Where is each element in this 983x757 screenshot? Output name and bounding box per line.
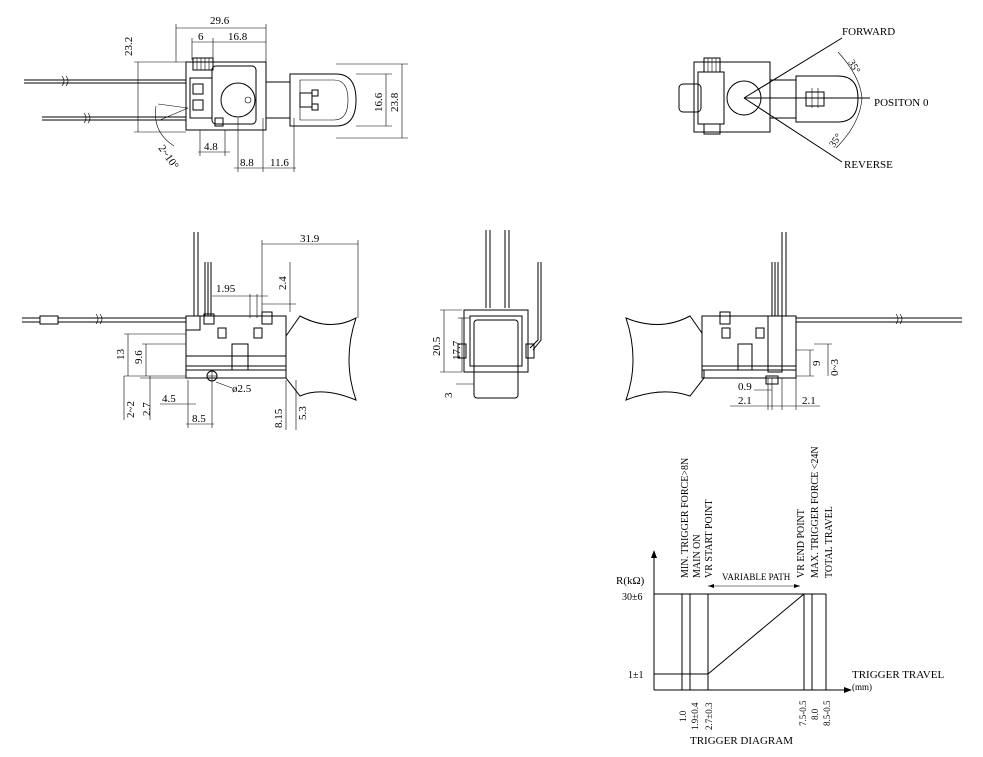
dim-2-2: 2~2 xyxy=(125,401,137,418)
dim-4-8: 4.8 xyxy=(204,141,218,153)
dim-16-6: 16.6 xyxy=(373,92,385,112)
event-vr-end: VR END POINT xyxy=(796,509,807,578)
dim-0-3: 0~3 xyxy=(829,359,841,376)
dim-31-9: 31.9 xyxy=(300,233,320,245)
dim-17-7: 17.7 xyxy=(451,340,463,360)
event-vr-start: VR START POINT xyxy=(704,500,715,578)
rear-view: 9 0~3 0.9 2.1 2.1 xyxy=(625,232,962,410)
dim-11-6: 11.6 xyxy=(270,157,289,169)
event-total-travel: TOTAL TRAVEL xyxy=(824,506,835,578)
x-axis-label: TRIGGER TRAVEL xyxy=(852,669,944,681)
event-main-on: MAIN ON xyxy=(692,534,703,578)
top-view: 29.6 6 16.8 23.2 16.6 23.8 4.8 8.8 11.6 … xyxy=(24,15,408,172)
dim-4-5: 4.5 xyxy=(162,393,176,405)
variable-path-label: VARIABLE PATH xyxy=(722,572,791,582)
dim-16-8: 16.8 xyxy=(228,31,248,43)
dim-1-95: 1.95 xyxy=(216,283,236,295)
x-tick-8-5: 8.5-0.5 xyxy=(822,700,832,726)
dim-2-7: 2.7 xyxy=(141,402,153,416)
dim-dia: ø2.5 xyxy=(232,383,252,395)
dim-9: 9 xyxy=(811,360,823,366)
y-high: 30±6 xyxy=(622,592,643,603)
x-tick-2-7: 2.7±0.3 xyxy=(704,702,714,730)
dim-8-8: 8.8 xyxy=(240,157,254,169)
y-axis-label: R(kΩ) xyxy=(616,575,645,587)
dim-2-4: 2.4 xyxy=(277,276,289,290)
dim-5-3: 5.3 xyxy=(297,406,309,420)
rotation-view: FORWARD POSITON 0 REVERSE 35° 35° xyxy=(678,26,929,171)
dim-6: 6 xyxy=(198,31,204,43)
x-tick-8-0: 8.0 xyxy=(810,708,820,720)
dim-2-1a: 2.1 xyxy=(738,395,752,407)
dim-13: 13 xyxy=(115,349,127,361)
angle-bottom: 35° xyxy=(827,132,844,150)
side-view: 31.9 1.95 2.4 13 9.6 ø2.5 2~2 2.7 4.5 8.… xyxy=(22,232,359,430)
event-max-force: MAX. TRIGGER FORCE <24N xyxy=(810,446,821,578)
y-low: 1±1 xyxy=(628,670,644,681)
dim-9-6: 9.6 xyxy=(133,350,145,364)
diagram-title: TRIGGER DIAGRAM xyxy=(690,735,793,747)
event-min-force: MIN. TRIGGER FORCE>8N xyxy=(680,458,691,578)
dim-29-6: 29.6 xyxy=(210,15,230,27)
trigger-diagram: R(kΩ) 30±6 1±1 VARIABLE PATH TRIGGER TRA… xyxy=(616,446,944,747)
dim-3: 3 xyxy=(443,392,455,398)
dim-angle: 2~10° xyxy=(156,143,181,172)
dim-20-5: 20.5 xyxy=(431,336,443,356)
dim-8-5: 8.5 xyxy=(192,413,206,425)
dim-8-15: 8.15 xyxy=(273,408,285,428)
dim-2-1b: 2.1 xyxy=(802,395,816,407)
x-tick-7-5: 7.5-0.5 xyxy=(798,700,808,726)
front-view: 20.5 17.7 3 xyxy=(431,230,542,399)
reverse-label: REVERSE xyxy=(844,159,893,171)
x-unit: (mm) xyxy=(852,682,872,692)
dim-0-9: 0.9 xyxy=(738,381,752,393)
x-tick-1-0: 1.0 xyxy=(678,710,688,722)
dim-23-2: 23.2 xyxy=(123,37,135,56)
forward-label: FORWARD xyxy=(842,26,895,38)
position0-label: POSITON 0 xyxy=(874,97,929,109)
dim-23-8: 23.8 xyxy=(389,92,401,112)
angle-top: 35° xyxy=(845,58,862,76)
x-tick-1-9: 1.9±0.4 xyxy=(690,702,700,730)
